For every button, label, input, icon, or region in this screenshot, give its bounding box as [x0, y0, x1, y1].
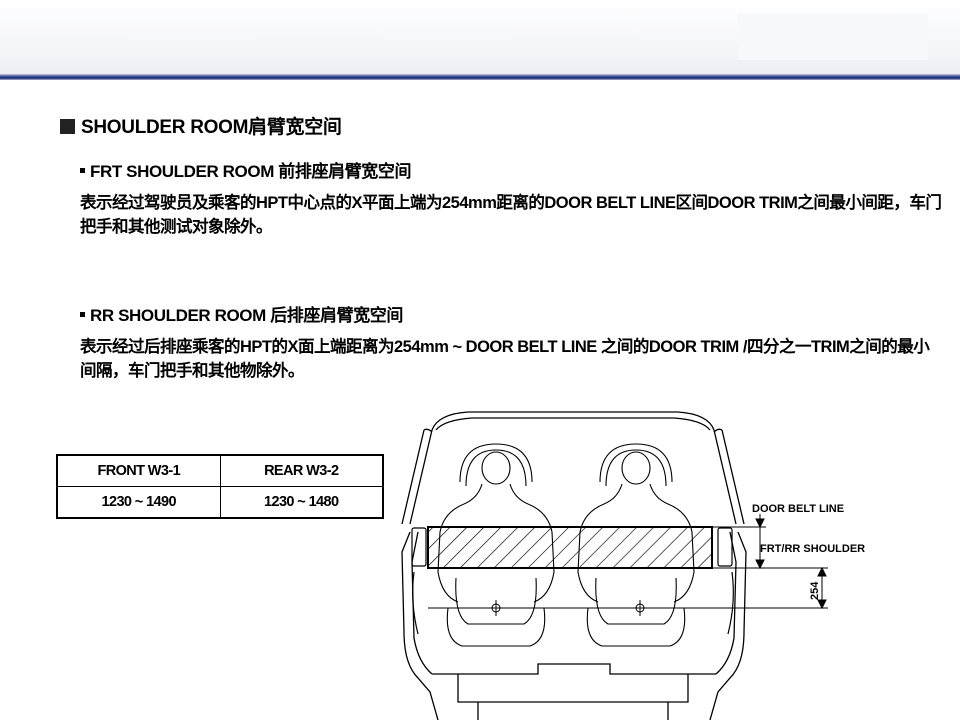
- front-heading: FRT SHOULDER ROOM 前排座肩臂宽空间: [80, 157, 411, 182]
- header-corner-panel: [738, 14, 928, 60]
- label-shoulder: FRT/RR SHOULDER: [760, 543, 865, 555]
- bullet-icon: [80, 168, 85, 173]
- label-belt-line: DOOR BELT LINE: [752, 503, 844, 515]
- passenger-silhouettes: [437, 443, 695, 647]
- front-heading-text: FRT SHOULDER ROOM 前排座肩臂宽空间: [90, 162, 412, 181]
- door-trims: [411, 527, 734, 635]
- vehicle-section-diagram: DOOR BELT LINE FRT/RR SHOULDER 254: [401, 411, 865, 720]
- table-value-front: 1230 ~ 1490: [56, 486, 221, 519]
- label-dimension: 254: [809, 581, 821, 600]
- section-title: SHOULDER ROOM肩臂宽空间: [60, 112, 342, 139]
- bullet-icon: [80, 312, 85, 317]
- rear-description: 表示经过后排座乘客的HPT的X面上端距离为254mm ~ DOOR BELT L…: [80, 338, 930, 380]
- rear-heading: RR SHOULDER ROOM 后排座肩臂宽空间: [80, 301, 403, 326]
- hpt-markers: [428, 600, 828, 616]
- body-outline: [401, 411, 747, 720]
- dimension-lines: [712, 514, 828, 610]
- shoulder-zone-hatch: [427, 526, 713, 569]
- table-header-rear: REAR W3-2: [219, 454, 384, 487]
- table-header-front: FRONT W3-1: [56, 454, 221, 487]
- shoulder-room-table: FRONT W3-1 REAR W3-2 1230 ~ 1490 1230 ~ …: [56, 454, 384, 519]
- table-header-row: FRONT W3-1 REAR W3-2: [56, 454, 384, 487]
- section-title-text: SHOULDER ROOM肩臂宽空间: [81, 117, 342, 138]
- header-rule: [0, 74, 960, 80]
- square-bullet-icon: [60, 119, 75, 134]
- rear-heading-text: RR SHOULDER ROOM 后排座肩臂宽空间: [90, 306, 403, 325]
- table-value-rear: 1230 ~ 1480: [219, 486, 384, 519]
- table-row: 1230 ~ 1490 1230 ~ 1480: [56, 486, 384, 519]
- front-description: 表示经过驾驶员及乘客的HPT中心点的X平面上端为254mm距离的DOOR BEL…: [80, 194, 942, 236]
